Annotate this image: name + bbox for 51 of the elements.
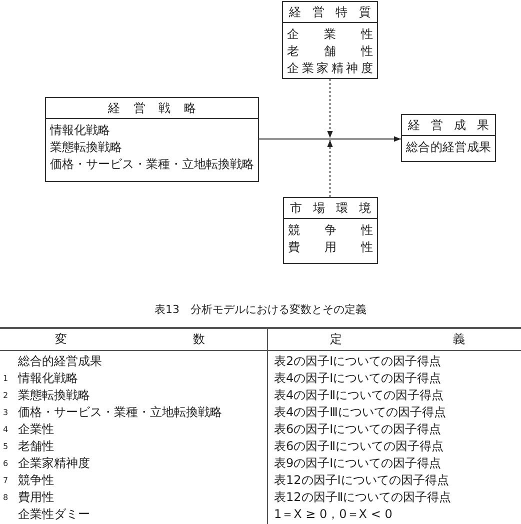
box-item: 総合的経営成果 xyxy=(406,139,491,156)
box-item: 費用性 xyxy=(288,239,373,256)
box-heading: 経営戦略 xyxy=(46,98,258,119)
concept-box xyxy=(45,97,259,182)
row-number: 1 xyxy=(3,373,8,385)
variable-cell: 情報化戦略 xyxy=(18,370,78,387)
box-item: 老舗性 xyxy=(287,43,373,60)
definition-cell: 表2の因子Ⅰについての因子得点 xyxy=(274,353,442,370)
column-header: 変数 xyxy=(55,331,205,347)
definition-cell: 表6の因子Ⅱについての因子得点 xyxy=(274,438,444,455)
box-heading: 経営特質 xyxy=(283,2,377,23)
row-number: 7 xyxy=(3,475,8,487)
variable-cell: 老舗性 xyxy=(18,438,54,455)
concept-box xyxy=(282,1,378,79)
box-item: 価格・サービス・業種・立地転換戦略 xyxy=(50,156,254,173)
definition-cell: 表6の因子Ⅰについての因子得点 xyxy=(274,421,442,438)
row-number: 8 xyxy=(3,492,8,504)
definition-cell: 表4の因子Ⅰについての因子得点 xyxy=(274,370,442,387)
variable-cell: 企業性 xyxy=(18,421,54,438)
variable-cell: 競争性 xyxy=(18,472,54,489)
definition-cell: 表12の因子Ⅰについての因子得点 xyxy=(274,472,449,489)
row-number: 2 xyxy=(3,390,8,402)
definition-cell: 表12の因子Ⅱについての因子得点 xyxy=(274,489,452,506)
box-item: 企業性 xyxy=(287,26,373,43)
variable-cell: 価格・サービス・業種・立地転換戦略 xyxy=(18,404,222,421)
row-number: 6 xyxy=(3,458,8,470)
box-item: 競争性 xyxy=(288,222,373,239)
box-item: 業態転換戦略 xyxy=(50,139,123,156)
box-heading: 市場環境 xyxy=(284,198,377,219)
table-title: 表13 分析モデルにおける変数とその定義 xyxy=(154,302,366,317)
box-item: 企業家精神度 xyxy=(287,60,373,77)
concept-box xyxy=(283,197,378,264)
definition-cell: 表4の因子Ⅱについての因子得点 xyxy=(274,387,444,404)
definition-cell: 表9の因子Ⅰについての因子得点 xyxy=(274,455,442,472)
box-heading: 経営成果 xyxy=(402,115,495,136)
row-number: 3 xyxy=(3,407,8,419)
dashed-arrow xyxy=(327,140,333,198)
concept-box xyxy=(401,114,496,162)
variable-cell: 企業性ダミー xyxy=(18,506,90,523)
variable-cell: 企業家精神度 xyxy=(18,455,90,472)
arrow xyxy=(258,136,402,142)
definition-cell: 表4の因子Ⅲについての因子得点 xyxy=(274,404,446,421)
variable-cell: 業態転換戦略 xyxy=(18,387,90,404)
row-number: 4 xyxy=(3,424,8,436)
definition-cell: 1＝X ≥ 0，0＝X < 0 xyxy=(274,506,392,523)
variable-cell: 総合的経営成果 xyxy=(18,353,102,370)
variable-cell: 費用性 xyxy=(18,489,54,506)
dashed-arrow xyxy=(327,78,333,138)
column-header: 定義 xyxy=(330,331,465,347)
box-item: 情報化戦略 xyxy=(50,122,111,139)
row-number: 5 xyxy=(3,441,8,453)
